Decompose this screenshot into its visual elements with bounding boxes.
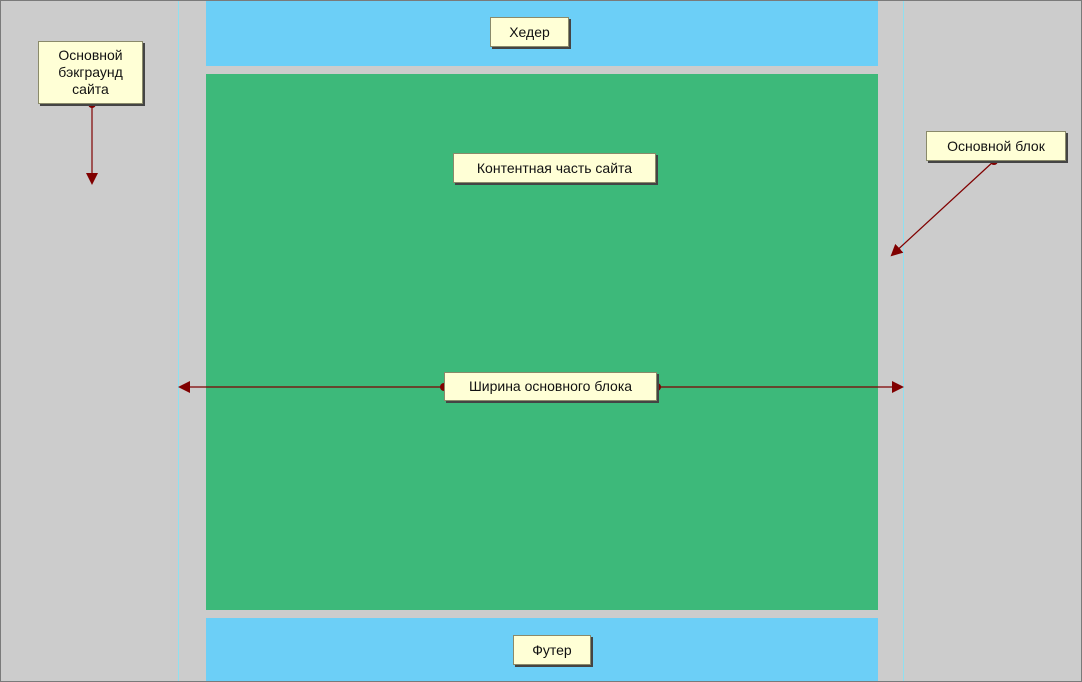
site-background-label: Основной бэкграунд сайта [38,41,143,104]
main-block-arrow [890,160,995,257]
main-block-right-guide [903,1,904,681]
content-label: Контентная часть сайта [453,153,656,183]
header-label: Хедер [490,17,569,47]
main-block-width-label: Ширина основного блока [444,372,657,401]
footer-label: Футер [513,635,591,665]
main-block-label: Основной блок [926,131,1066,161]
main-block-left-guide [178,1,179,681]
